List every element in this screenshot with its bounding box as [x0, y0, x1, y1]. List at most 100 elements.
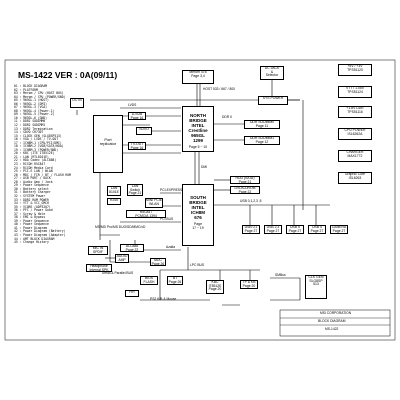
index-entry: 43 : Power Diagram (Adapter)	[14, 232, 66, 237]
index-entry: 45 : Change History	[14, 240, 49, 245]
index-entry: 37 : Screw & Hole	[14, 211, 46, 216]
kbc-box: KBC IT8512E Page 20	[206, 280, 224, 294]
power-regulator-box: +1.8V DDR TPS51116	[338, 106, 372, 118]
index-entry: 21 : LAN (RTL8101E)	[14, 154, 49, 159]
index-entry: 19 : ICH8M-3 (POWER/GND)	[14, 147, 59, 152]
index-entry: 27 : USB PORT / DOCK	[14, 176, 51, 181]
index-entry: 31 : Battery Charger	[14, 190, 51, 195]
index-entry: 02 : PLATFORM	[14, 87, 38, 92]
index-entry: 22 : HDA Codec (ALC888)	[14, 158, 57, 163]
index-entry: 07 : 965GL-3 (VGA)	[14, 105, 48, 110]
index-entry: 29 : Power Sequence	[14, 183, 49, 188]
index-entry: 30 : Battery select	[14, 186, 49, 191]
headphone-box: Headphone Internal SPK	[86, 264, 112, 272]
index-entry: 06 : 965GL-2 (DMI)	[14, 101, 48, 106]
cardbus-box: R5C847 PCMCIA 1394	[126, 210, 166, 218]
tvout-box: TV-OUT Page 16	[128, 142, 146, 150]
clock-gen-box: CLK GEN SLG8SP 513	[305, 275, 327, 299]
sdvo-box: SDVO	[136, 127, 152, 135]
index-entry: 10 : 965GL-6 (GND)	[14, 115, 48, 120]
index-entry: 26 : MDC / FIR / BT / FLASH ROM	[14, 172, 71, 177]
index-entry: 01 : BLOCK DIAGRAM	[14, 84, 48, 88]
document-number: MS-1422	[325, 327, 339, 331]
ddr-bus-label: DDR II	[222, 115, 232, 119]
index-entry: 09 : 965GL-5 (Power-2)	[14, 112, 55, 117]
usb-port-box: CAMERA Page 27	[330, 225, 348, 234]
index-entry: 15 : CLOCK GEN (SLG8SP513)	[14, 133, 62, 138]
index-entry: 42 : Power Diagram (Battery)	[14, 229, 66, 234]
dsub-box: D-SUB Page 16	[128, 112, 146, 120]
index-entry: 36 : PFC / Power Good	[14, 208, 53, 213]
pci-bus-label: PCI BUS	[160, 217, 174, 221]
lan-switch-box: LAN Switch Page 21	[127, 184, 143, 196]
index-entry: 25 : PCI-E LAN / WLAN	[14, 169, 53, 174]
azalia-label: Azalia	[166, 245, 175, 249]
south-bridge-box: SOUTH BRIDGE INTEL ICH8M 676 Page 17 ~ 1…	[182, 184, 214, 246]
power-regulator-box: +5V / +3V TPS51120	[338, 64, 372, 76]
index-entry: 32 : SYSTEM Power	[14, 193, 46, 198]
index-entry: 08 : 965GL-4 (Power-1)	[14, 108, 55, 113]
index-entry: 34 : VTT & VCC_GMCH	[14, 201, 49, 206]
card-reader-label: MS/MD Pro/MS DUO/SD/MMC/xD	[95, 225, 146, 229]
dmi-label: DMI	[201, 165, 208, 169]
hdd-box: HDD (SATA) Page 21	[230, 176, 260, 184]
index-entry: 33 : DDR2 RAM POWER	[14, 197, 49, 202]
pci-express-label: PCI-EXPRESS	[160, 188, 183, 192]
index-entry: 41 : Power Diagram	[14, 225, 48, 230]
index-entry: 16 : VGA / LVDS / TV-OUT	[14, 137, 59, 142]
dc-jack-box: DC JACK & Selector	[260, 66, 284, 80]
sheet-title: BLOCK DIAGRAM	[318, 319, 346, 323]
host-bus-label: HOST 533 / 667 / 800	[203, 87, 236, 91]
north-bridge-box: NORTH BRIDGE INTEL Crestline 965GL 1299 …	[182, 106, 214, 152]
usb-port-box: USB 2,3 Page 27	[264, 225, 282, 234]
lan-chip-box: LAN 8101E	[107, 186, 121, 196]
diagram-title: MS-1422 VER : 0A(09/11)	[18, 70, 118, 80]
audio-amp-box: AUDIO AMP	[115, 254, 129, 263]
index-entry: 20 : KBC (ITE IT8512E)	[14, 151, 55, 156]
index-entry: 17 : ICH8M-1 (CPU/PCI/DMI)	[14, 140, 62, 145]
power-regulator-box: VTT / 1.05V TPS51124	[338, 86, 372, 98]
index-entry: 39 : Power Sequence	[14, 218, 49, 223]
north-bridge-page: Page 5 ~ 10	[188, 145, 208, 150]
usb-bus-label: USB 0,1,2,3 ,5	[240, 199, 262, 203]
index-entry: 44 : AMT BLOCK DIAGRAM	[14, 236, 55, 241]
index-entry: 13 : DDR2 Termination	[14, 126, 53, 131]
lvds-label: LVDS	[128, 103, 137, 107]
company-name: MSI CORPORATION	[320, 311, 352, 315]
smbus-label: SMBus	[275, 273, 286, 277]
usb-port-box: USB 4 Page 27	[308, 225, 326, 234]
usb-port-box: USB 5 Page 27	[286, 225, 304, 234]
spdif-box: MIC IN SPDIF	[88, 246, 108, 255]
index-entry: 40 : Power Sequence	[14, 222, 49, 227]
usb-port-box: USB 0,1 Page 27	[242, 225, 260, 234]
sodimm0-box: DDR SODIMM0 Page 11	[244, 120, 280, 129]
dc-in-box: DC IN	[70, 98, 84, 108]
index-entry: 11 : DDR2 SODIMM0	[14, 119, 46, 124]
index-entry: 04 : Merom / CPU (POWER/GND)	[14, 94, 66, 99]
alc888-box: ALC888 Page 22	[120, 244, 144, 252]
south-bridge-page: Page 17 ~ 19	[192, 222, 204, 231]
index-entry: 05 : 965GL-1 (HOST)	[14, 98, 49, 103]
north-bridge-label: NORTH BRIDGE INTEL Crestline 965GL 1299	[188, 112, 208, 143]
mdc-box: MDC Page 26	[150, 258, 166, 266]
index-entry: 18 : ICH8M-2 (USB/SATA/HDA)	[14, 144, 64, 149]
index-entry: 38 : EMI & Bypass	[14, 215, 46, 220]
power-regulator-box: CPU POWER ISL6262A	[338, 128, 372, 140]
index-entry: 23 : RICOH R5C847	[14, 162, 46, 167]
fir-box: FIR	[125, 290, 139, 297]
index-entry: 28 : Audio Amp / Jack	[14, 179, 53, 184]
rj45-box: RJ45	[107, 198, 121, 205]
touchpad-kb-box: TP & KB Page 20	[240, 280, 258, 289]
dvd-box: DVD/CDROM Page 22	[230, 186, 260, 194]
bios-flash-box: BIOS FLASH	[140, 276, 158, 285]
south-bridge-label: SOUTH BRIDGE INTEL ICH8M 676	[189, 194, 207, 220]
serial-bus-label: Serial & Parallel BUS	[102, 271, 134, 275]
index-entry: 24 : RICOH Media Card	[14, 165, 53, 170]
index-entry: 03 : Merom / CPU (HOST BUS)	[14, 91, 64, 96]
index-entry: 14 : SDVO CH7307	[14, 130, 44, 135]
lpc-bus-label: LPC BUS	[190, 263, 205, 267]
mini-pcie-box: MINI PCIE WLAN	[145, 198, 163, 208]
